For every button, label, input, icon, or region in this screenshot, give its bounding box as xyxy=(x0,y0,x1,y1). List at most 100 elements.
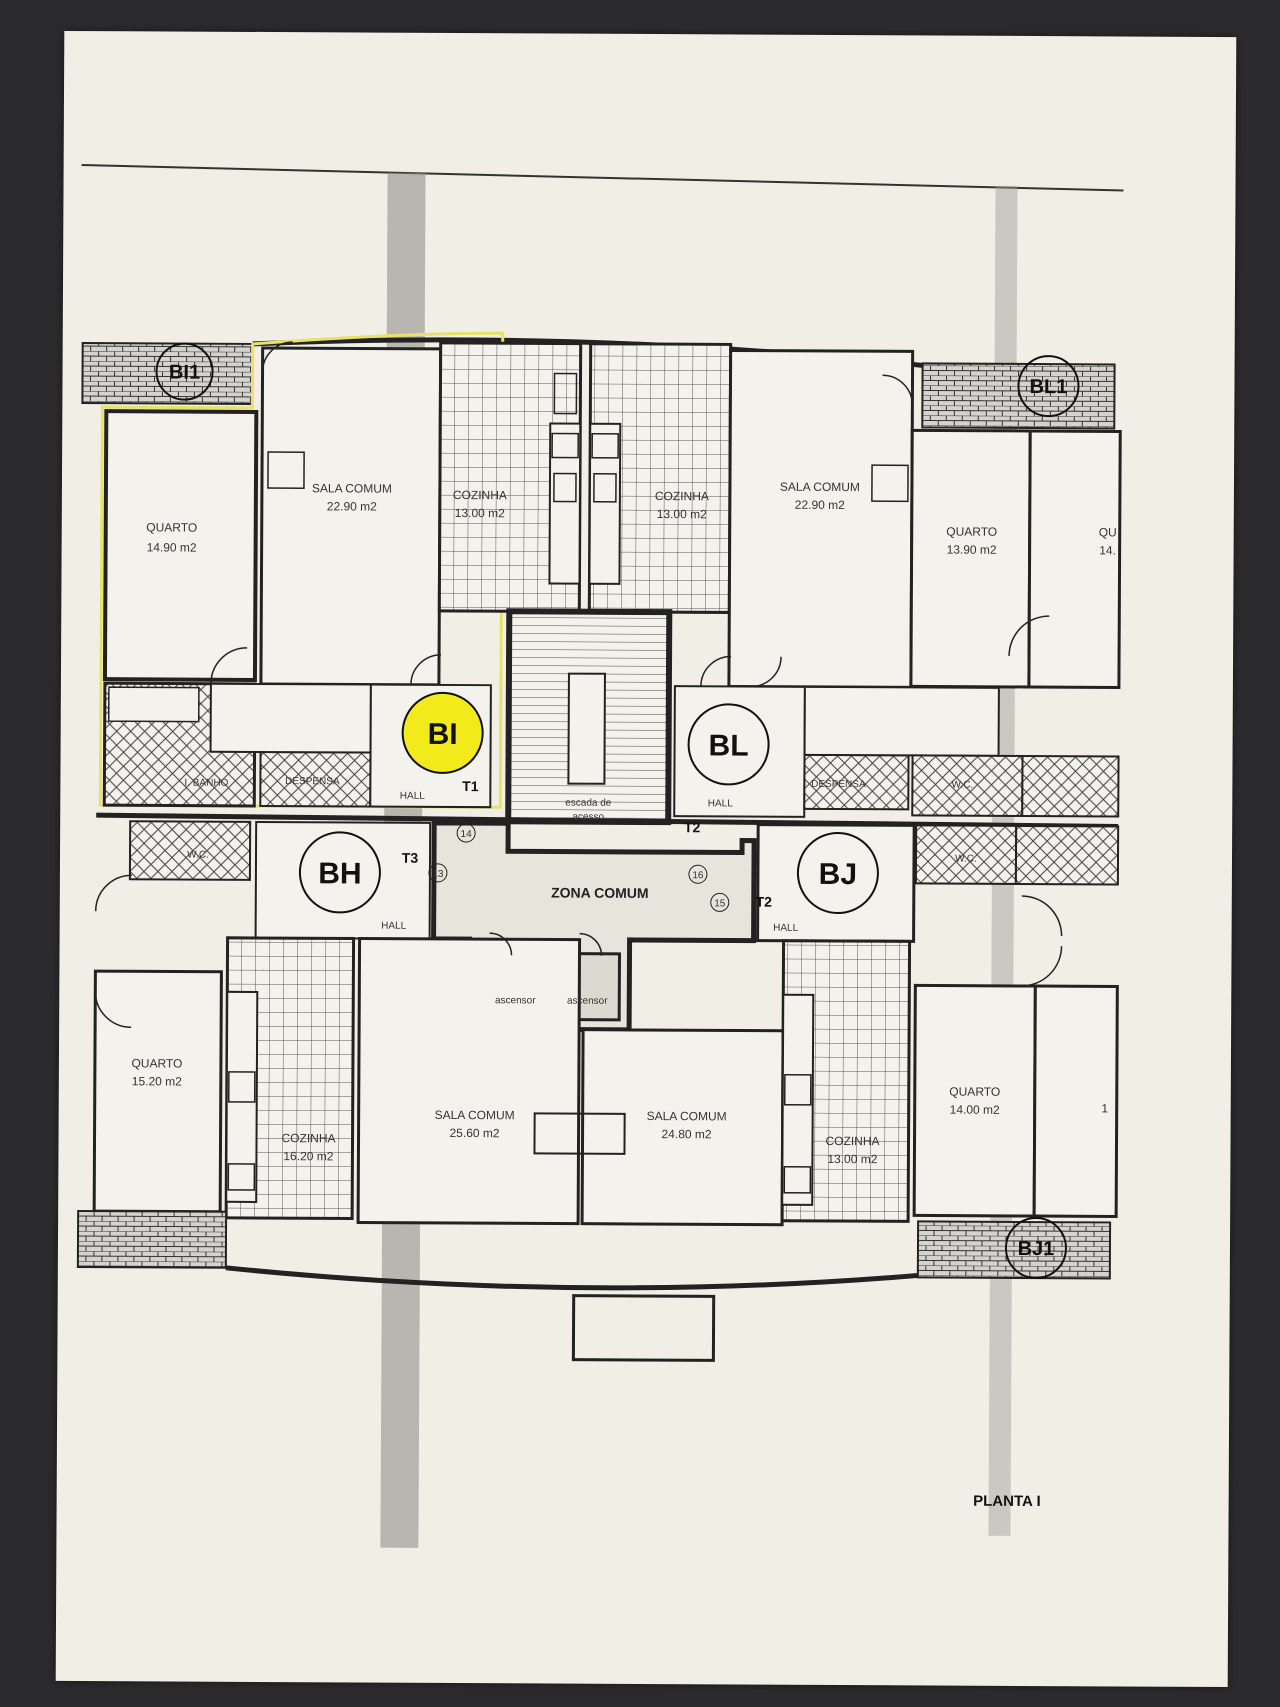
svg-text:BL: BL xyxy=(709,729,749,762)
door-swing xyxy=(882,374,914,406)
svg-text:15: 15 xyxy=(714,898,726,909)
door-number-16: 16 xyxy=(688,864,708,884)
corridor-bi xyxy=(209,682,372,754)
door-swing xyxy=(261,341,293,372)
room-name: SALA COMUM xyxy=(312,481,392,495)
svg-text:BI1: BI1 xyxy=(169,361,200,383)
unit-tag-bi: BI xyxy=(401,691,484,774)
unit-tag-bl1: BL1 xyxy=(1017,355,1080,418)
door-swing xyxy=(1021,895,1063,937)
svg-text:BL1: BL1 xyxy=(1030,376,1068,398)
room-name: COZINHA xyxy=(655,489,709,503)
label-ascensor: ascensor xyxy=(495,995,536,1006)
balcony-bj1 xyxy=(916,1220,1112,1280)
corridor-bl xyxy=(803,685,1000,757)
room-name: QUARTO xyxy=(949,1085,1000,1099)
top-rule-line xyxy=(81,164,1124,192)
sink-icon xyxy=(553,472,577,503)
sink-icon xyxy=(783,1073,812,1106)
label-escada-2: acesso xyxy=(572,812,604,823)
svg-text:BI: BI xyxy=(428,718,458,751)
kitchen-counter xyxy=(588,422,622,585)
label-wc: W.C. xyxy=(187,850,209,861)
room-partial-right-bottom xyxy=(1032,984,1119,1218)
room-quarto-bh xyxy=(92,969,223,1214)
unit-tag-bl: BL xyxy=(687,703,770,786)
door-swing xyxy=(579,932,603,956)
label-banho: I. BANHO xyxy=(184,778,228,789)
room-area: 22.90 m2 xyxy=(795,498,845,512)
room-area: 13.00 m2 xyxy=(455,506,505,520)
svg-text:14: 14 xyxy=(461,829,473,840)
stove-icon xyxy=(591,432,619,459)
room-sala-bl xyxy=(727,348,915,689)
stair-well xyxy=(567,672,606,785)
label-zona-comum: ZONA COMUM xyxy=(551,885,649,902)
kitchen-counter xyxy=(548,422,582,585)
room-name: SALA COMUM xyxy=(780,480,860,494)
sink-icon xyxy=(593,472,617,503)
room-area: 25.60 m2 xyxy=(450,1126,500,1140)
fireplace-icon xyxy=(871,464,909,503)
room-area-partial: 1 xyxy=(1101,1101,1108,1115)
door-swing xyxy=(94,991,132,1029)
room-name: COZINHA xyxy=(453,488,507,502)
label-hall: HALL xyxy=(708,798,734,809)
room-area: 16.20 m2 xyxy=(283,1149,333,1163)
label-ascensor: ascensor xyxy=(567,996,608,1007)
room-bath-right xyxy=(1021,754,1120,818)
door-swing xyxy=(700,655,732,687)
balcony-bl1 xyxy=(921,362,1116,430)
kitchen-counter xyxy=(225,990,259,1203)
bottom-balcony xyxy=(571,1294,716,1362)
svg-text:BH: BH xyxy=(318,857,362,890)
sink-icon xyxy=(227,1071,256,1103)
svg-text:BJ1: BJ1 xyxy=(1018,1238,1055,1260)
balcony-bh xyxy=(76,1210,228,1269)
room-quarto-bj xyxy=(912,983,1037,1218)
bathtub-icon xyxy=(107,686,200,723)
room-area: 15.20 m2 xyxy=(132,1074,182,1088)
room-quarto-bl xyxy=(909,428,1032,689)
svg-text:16: 16 xyxy=(692,870,704,881)
room-name: QUARTO xyxy=(131,1056,182,1070)
svg-text:13: 13 xyxy=(432,869,444,880)
label-hall: HALL xyxy=(400,791,426,802)
marker-t3: T3 xyxy=(402,850,419,866)
room-name: COZINHA xyxy=(825,1134,879,1148)
label-despensa: DESPENSA xyxy=(285,776,340,787)
room-area: 22.90 m2 xyxy=(327,499,377,513)
room-area: 24.80 m2 xyxy=(661,1127,711,1141)
door-swing xyxy=(1021,946,1063,987)
label-escada: escada de xyxy=(565,798,612,809)
room-wc-bh xyxy=(128,820,252,881)
room-area-partial: 14. xyxy=(1099,543,1116,557)
room-sala-bh xyxy=(356,936,582,1226)
label-wc: W.C. xyxy=(952,780,974,791)
svg-text:BJ: BJ xyxy=(819,858,858,891)
room-name: SALA COMUM xyxy=(435,1108,515,1122)
door-swing xyxy=(94,874,132,912)
sheet-title: PLANTA I xyxy=(973,1493,1041,1510)
room-area: 13.00 m2 xyxy=(657,507,707,521)
fridge-icon xyxy=(553,372,578,415)
unit-tag-bj: BJ xyxy=(796,832,879,915)
label-hall: HALL xyxy=(773,923,799,934)
room-name-partial: QU xyxy=(1099,525,1117,539)
room-area: 13.90 m2 xyxy=(947,543,997,557)
fireplace-icon xyxy=(267,451,305,489)
room-sala-bi xyxy=(259,346,443,687)
door-swing xyxy=(210,647,248,684)
door-swing xyxy=(750,656,782,688)
stove-icon xyxy=(551,432,579,459)
label-despensa: DESPENSA xyxy=(811,779,866,790)
door-number-15: 15 xyxy=(710,892,730,912)
door-swing xyxy=(1008,615,1050,656)
door-number-14: 14 xyxy=(456,823,476,843)
room-name: SALA COMUM xyxy=(647,1109,727,1123)
label-wc: W.C. xyxy=(955,854,977,865)
unit-tag-bi1: BI1 xyxy=(155,342,214,401)
room-area: 14.90 m2 xyxy=(147,540,197,554)
room-partial-right xyxy=(1027,429,1122,689)
fireplace-icon xyxy=(533,1112,626,1155)
